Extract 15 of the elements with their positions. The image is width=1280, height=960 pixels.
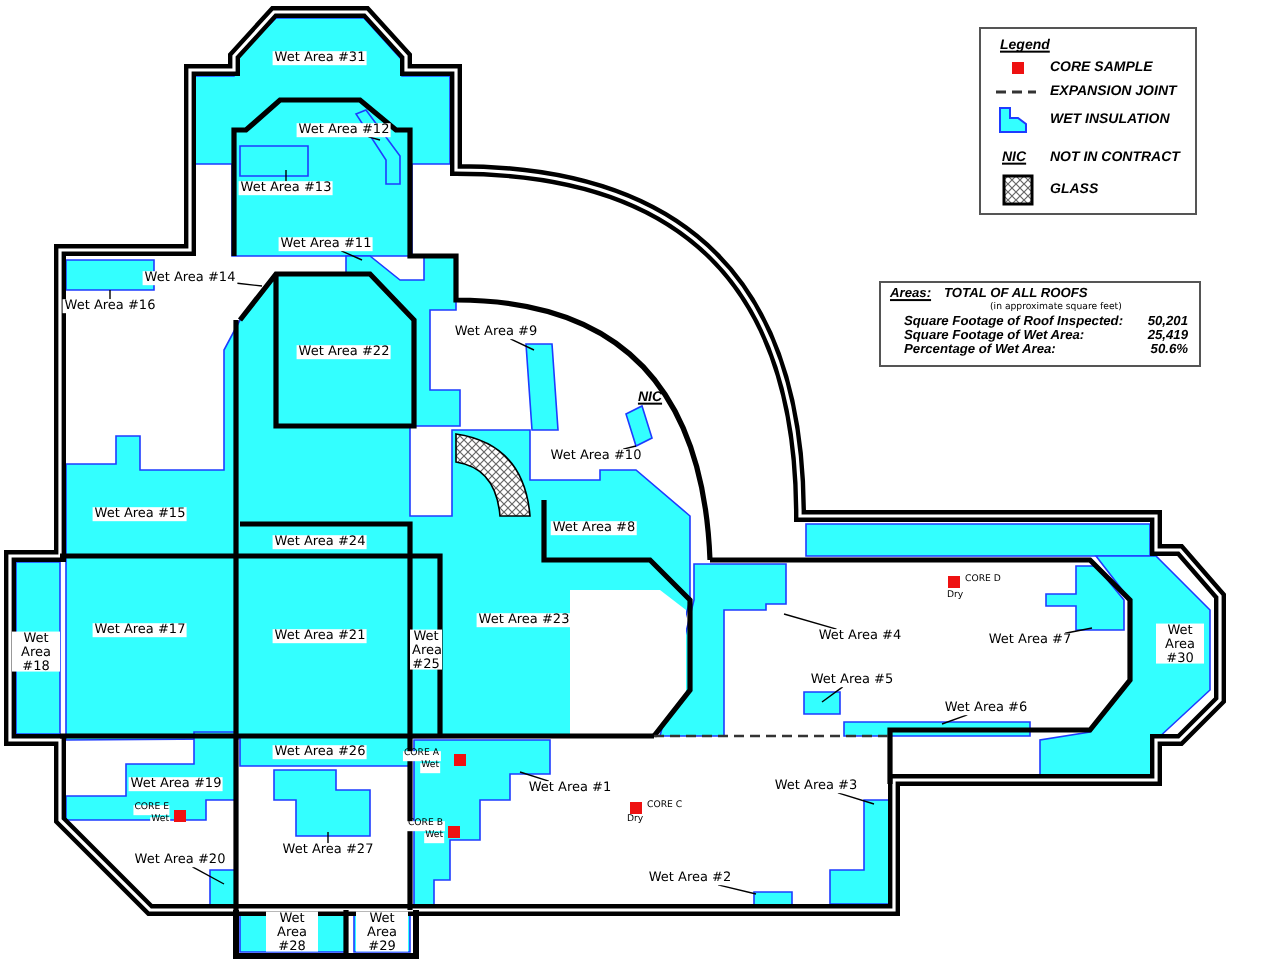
leader-line bbox=[236, 282, 263, 287]
leader-line bbox=[519, 771, 550, 782]
leader-line bbox=[285, 169, 287, 182]
leader-line bbox=[837, 792, 875, 805]
leader-line bbox=[327, 831, 329, 844]
leader-line bbox=[783, 613, 838, 630]
leader-line bbox=[509, 338, 535, 351]
leader-line bbox=[1064, 627, 1093, 634]
leader-line bbox=[941, 714, 968, 725]
leader-line bbox=[191, 866, 225, 885]
leader-line bbox=[622, 445, 637, 450]
leader-line bbox=[340, 250, 363, 261]
leader-line bbox=[109, 289, 111, 300]
leader-line bbox=[821, 686, 844, 703]
leader-line bbox=[717, 884, 757, 895]
